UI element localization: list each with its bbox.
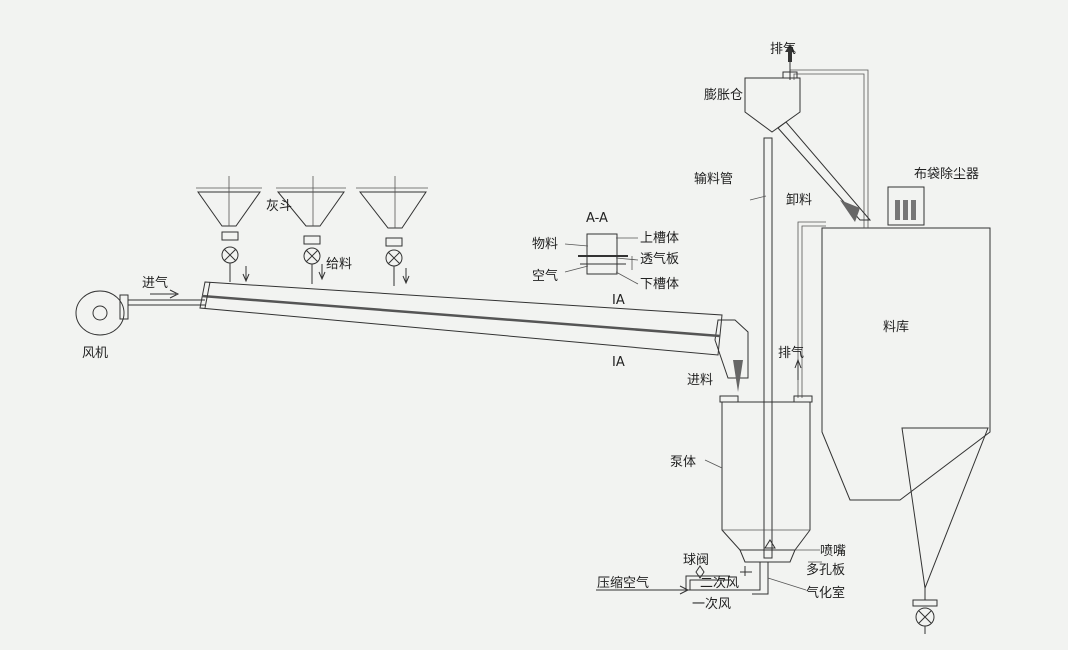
exhaust-duct-mid-inner (801, 225, 826, 398)
label-ball-valve: 球阀 (683, 553, 709, 568)
label-expansion-bin: 膨胀仓 (704, 88, 743, 103)
label-feeding: 给料 (326, 257, 352, 272)
bag-filter (887, 186, 925, 226)
label-gasification-chamber: 气化室 (806, 585, 845, 601)
fan (75, 290, 129, 336)
air-inlet-arrow (150, 289, 180, 299)
label-section-title: A-A (586, 211, 608, 226)
compressed-air-piping (596, 549, 822, 595)
label-exhaust-mid: 排气 (778, 345, 804, 361)
label-material-inlet: 进料 (687, 373, 713, 388)
label-compressed-air: 压缩空气 (597, 575, 649, 591)
ash-hopper-1 (196, 176, 262, 283)
conveying-pipe (763, 137, 773, 559)
expansion-bin (744, 71, 801, 133)
exhaust-duct-top-inner (793, 73, 865, 228)
label-upper-trough: 上槽体 (640, 231, 679, 246)
pump-body (719, 395, 813, 563)
label-ash-hopper: 灰斗 (266, 199, 292, 214)
label-air-inlet: 进气 (142, 275, 168, 291)
feed-arrow (733, 360, 743, 392)
label-conveying-pipe: 输料管 (694, 171, 733, 187)
ash-hopper-2 (276, 176, 346, 284)
ash-hopper-3 (356, 176, 428, 286)
silo (821, 227, 991, 634)
label-bag-filter: 布袋除尘器 (914, 167, 979, 182)
discharge-arrow (840, 200, 860, 222)
label-discharge: 卸料 (786, 192, 812, 208)
feed-chute (714, 319, 749, 379)
label-section-mark-bottom: IA (612, 355, 625, 370)
label-nozzle: 喷嘴 (820, 544, 846, 559)
label-section-mark-top: IA (612, 293, 625, 308)
label-perforated-plate: 多孔板 (806, 562, 845, 578)
label-primary-air: 一次风 (692, 596, 731, 612)
air-slide-trough (199, 281, 723, 356)
label-silo: 料库 (883, 319, 909, 335)
label-material: 物料 (532, 237, 558, 252)
label-air: 空气 (532, 268, 558, 284)
section-a-a (564, 233, 639, 285)
discharge-chute (777, 121, 872, 221)
label-lower-trough: 下槽体 (640, 277, 679, 292)
label-exhaust-top: 排气 (770, 41, 796, 57)
exhaust-duct-mid (797, 221, 826, 398)
label-secondary-air: 二次风 (700, 575, 739, 591)
exhaust-arrow-top (785, 44, 795, 62)
label-fan: 风机 (82, 346, 108, 361)
label-pump-body: 泵体 (670, 455, 696, 470)
label-air-permeable-plate: 透气板 (640, 251, 679, 267)
